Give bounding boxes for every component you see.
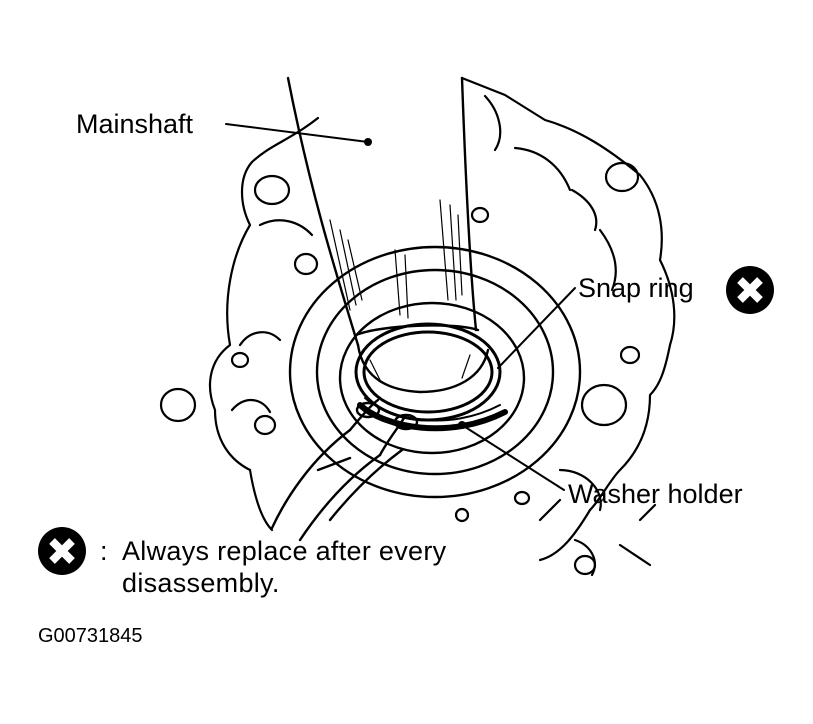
washer-holder-label: Washer holder (568, 479, 743, 509)
mainshaft-label: Mainshaft (76, 109, 194, 139)
legend-note-line-1: Always replace after every (122, 536, 447, 566)
mainshaft (286, 76, 490, 394)
figure-code: G00731845 (38, 625, 143, 647)
leader-lines (225, 123, 576, 491)
mainshaft-leader-dot (364, 138, 372, 146)
legend-note-line-2: disassembly. (122, 568, 280, 598)
bearing-bore (288, 245, 582, 499)
transmission-case (208, 76, 676, 577)
snap-ring-label: Snap ring (578, 273, 694, 303)
snap-ring-pliers (270, 398, 419, 542)
x-circle-icon (726, 266, 774, 314)
x-circle-icon (38, 527, 86, 575)
bolt-holes (159, 161, 641, 576)
washer-holder-leader-dot (458, 421, 466, 429)
legend-colon: : (100, 536, 108, 566)
